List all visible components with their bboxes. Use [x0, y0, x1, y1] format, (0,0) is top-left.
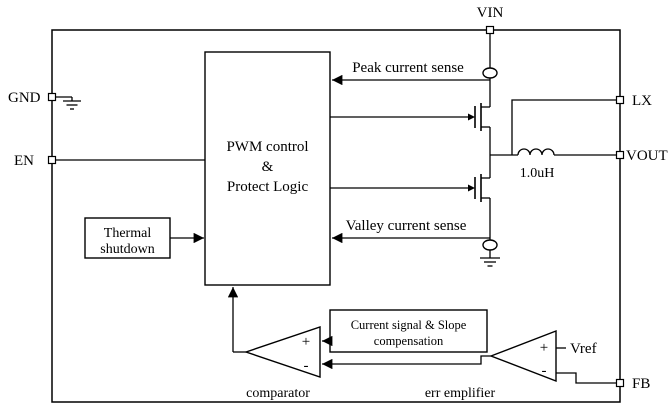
pin-gnd: GND — [8, 90, 81, 110]
pwm-block-line2: & — [262, 159, 274, 175]
ground-icon-gnd-pin — [55, 96, 81, 110]
peak-sense-label: Peak current sense — [352, 60, 464, 76]
slope-compensation-block: Current signal & Slope compensation — [322, 309, 488, 353]
valley-current-sense: Valley current sense — [332, 218, 498, 251]
slope-line2: compensation — [374, 334, 444, 348]
err-amplifier: + - Vref err emplifier — [322, 329, 597, 401]
pwm-block-line3: Protect Logic — [227, 179, 309, 195]
pwm-block: PWM control & Protect Logic — [204, 51, 331, 286]
slope-line1: Current signal & Slope — [351, 318, 467, 332]
err-amp-label: err emplifier — [425, 386, 496, 401]
vin-pin-square — [485, 25, 495, 35]
slope-block-box — [329, 309, 488, 353]
pin-en: EN — [14, 153, 205, 169]
hs-gate-arrow-icon — [468, 113, 475, 121]
pin-vout: VOUT 1.0uH — [490, 148, 668, 181]
inductor-value: 1.0uH — [520, 166, 555, 181]
pin-fb: FB — [556, 372, 650, 392]
vref-label: Vref — [570, 341, 597, 357]
comparator-minus-sign: - — [304, 358, 309, 374]
err-amp-minus-sign: - — [542, 363, 547, 379]
comparator: + - comparator — [227, 287, 321, 401]
thermal-shutdown-block: Thermal shutdown — [84, 217, 204, 259]
inductor-icon — [517, 148, 555, 156]
ls-gate-arrow-icon — [468, 184, 475, 192]
vin-label: VIN — [477, 5, 504, 21]
en-pin-square — [47, 155, 57, 165]
pwm-block-box — [204, 51, 331, 286]
low-side-mosfet — [330, 174, 491, 240]
gnd-label: GND — [8, 90, 41, 106]
peak-current-sense: Peak current sense — [332, 60, 498, 86]
lx-label: LX — [632, 93, 652, 109]
err-amp-to-comparator-wire — [322, 355, 491, 370]
comparator-plus-sign: + — [302, 334, 310, 350]
chip-border — [51, 29, 621, 403]
fb-wire — [556, 372, 617, 384]
high-side-mosfet — [330, 78, 491, 178]
thermal-line1: Thermal — [104, 226, 152, 241]
vout-label: VOUT — [626, 148, 668, 164]
comparator-label: comparator — [246, 386, 310, 401]
err-amp-plus-sign: + — [540, 340, 548, 356]
ground-icon-main — [480, 250, 500, 267]
en-label: EN — [14, 153, 34, 169]
vout-pin-square — [615, 150, 625, 160]
pwm-block-line1: PWM control — [226, 139, 308, 155]
fb-pin-square — [615, 378, 625, 388]
thermal-line2: shutdown — [100, 242, 154, 257]
valley-sense-label: Valley current sense — [346, 218, 467, 234]
gnd-pin-square — [47, 92, 57, 102]
pin-lx: LX — [511, 93, 652, 155]
lx-wire — [511, 99, 617, 155]
comparator-triangle — [243, 326, 321, 378]
peak-sense-element-icon — [482, 67, 498, 79]
valley-sense-element-icon — [482, 239, 498, 251]
fb-label: FB — [632, 376, 650, 392]
err-amp-triangle — [489, 329, 557, 383]
pin-vin: VIN — [477, 5, 504, 68]
lx-pin-square — [615, 95, 625, 105]
